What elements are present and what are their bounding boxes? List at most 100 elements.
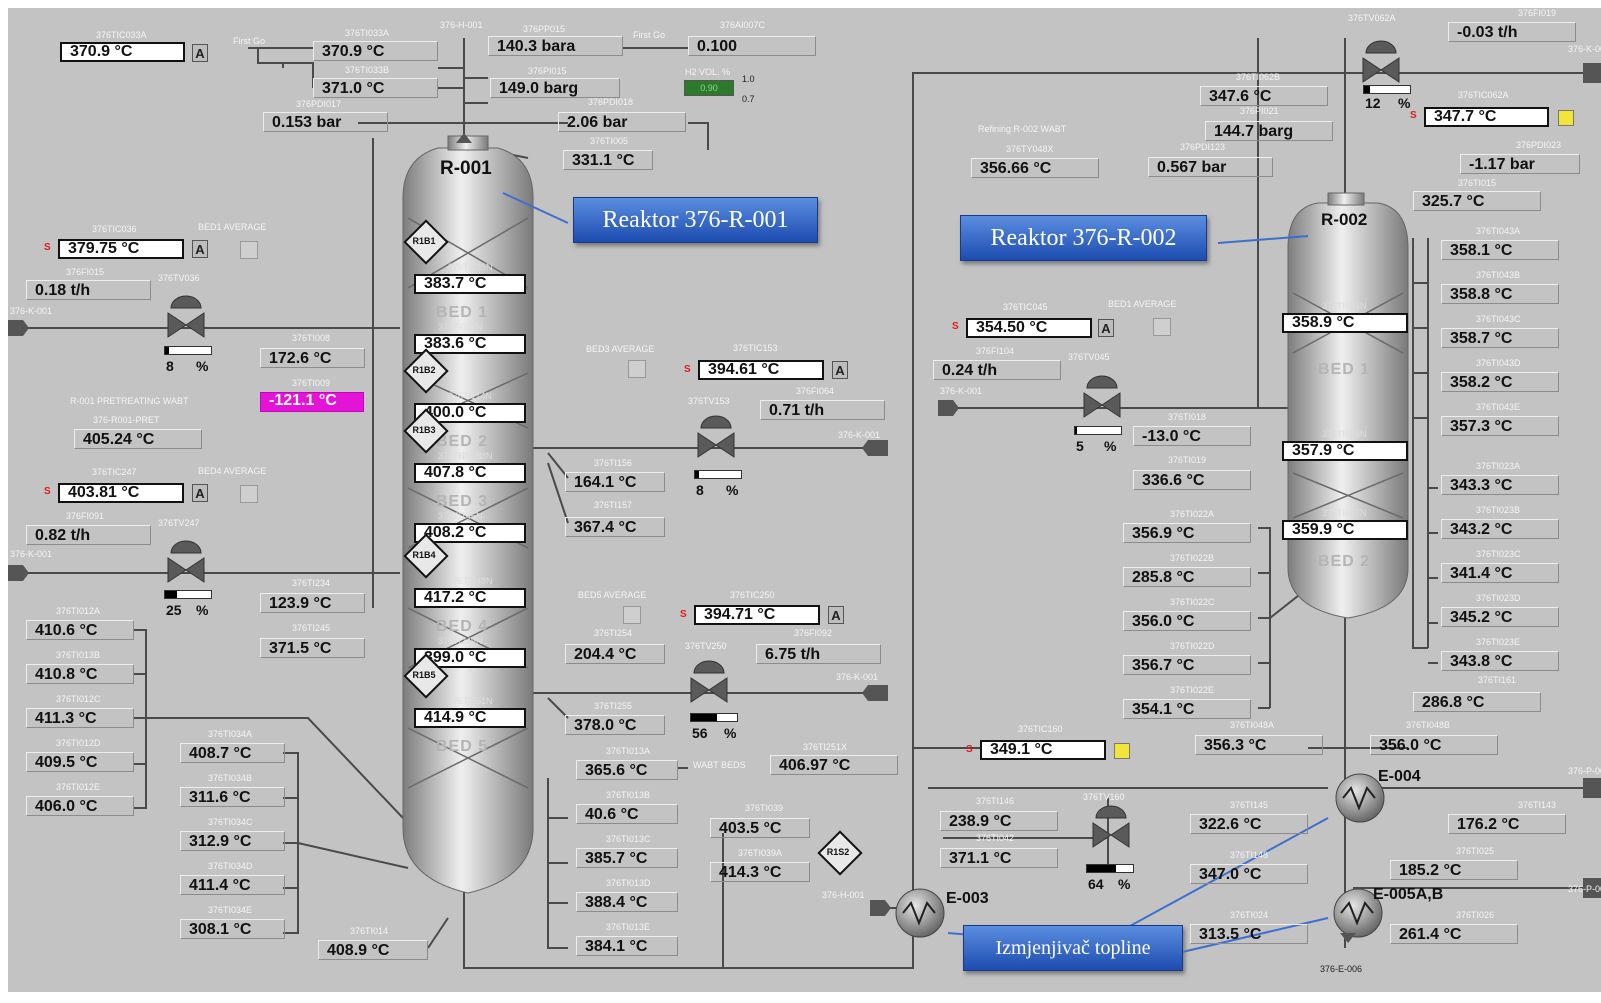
- ti157-value[interactable]: 367.4 °C: [565, 517, 665, 537]
- auto-mode-button[interactable]: A: [192, 240, 208, 258]
- ti254-value[interactable]: 204.4 °C: [565, 644, 665, 664]
- 376ti034a-value[interactable]: 408.7 °C: [180, 743, 285, 763]
- 376ti023e-value[interactable]: 343.8 °C: [1441, 651, 1559, 671]
- 376ti012d-value[interactable]: 409.5 °C: [26, 752, 134, 772]
- bed-temp-bottom[interactable]: 408.2 °C: [414, 523, 526, 543]
- ti033a-value[interactable]: 370.9 °C: [313, 41, 438, 61]
- auto-mode-button[interactable]: A: [1098, 319, 1114, 337]
- tic045-value[interactable]: 354.50 °C: [966, 318, 1092, 338]
- auto-mode-button[interactable]: A: [828, 606, 844, 624]
- ti025-value[interactable]: 185.2 °C: [1390, 860, 1518, 880]
- fi019-value[interactable]: -0.03 t/h: [1448, 22, 1576, 42]
- bed-average-block[interactable]: [1153, 318, 1171, 336]
- fi091-value[interactable]: 0.82 t/h: [26, 525, 151, 545]
- ti005-value[interactable]: 331.1 °C: [563, 150, 653, 170]
- ai007c-value[interactable]: 0.100: [688, 36, 816, 56]
- 376ti043c-value[interactable]: 358.7 °C: [1441, 328, 1559, 348]
- 376ti022d-value[interactable]: 356.7 °C: [1123, 655, 1251, 675]
- pp015-value[interactable]: 140.3 bara: [488, 36, 623, 56]
- ti245-value[interactable]: 371.5 °C: [260, 638, 365, 658]
- fi104-value[interactable]: 0.24 t/h: [933, 360, 1061, 380]
- bed-temp-top[interactable]: 400.0 °C: [414, 403, 526, 423]
- fi015-value[interactable]: 0.18 t/h: [26, 280, 151, 300]
- ti062b-value[interactable]: 347.6 °C: [1200, 86, 1328, 106]
- 376ti022e-value[interactable]: 354.1 °C: [1123, 699, 1251, 719]
- wabt-value[interactable]: 406.97 °C: [770, 755, 898, 775]
- 376ti034d-value[interactable]: 411.4 °C: [180, 875, 285, 895]
- pdi123-value[interactable]: 0.567 bar: [1148, 157, 1273, 177]
- bed-temp-top[interactable]: 407.8 °C: [414, 463, 526, 483]
- ti039a-value[interactable]: 414.3 °C: [710, 862, 810, 882]
- 376ti043d-value[interactable]: 358.2 °C: [1441, 372, 1559, 392]
- ti014-value[interactable]: 408.9 °C: [318, 940, 428, 960]
- ti018-value[interactable]: -13.0 °C: [1133, 426, 1251, 446]
- status-indicator[interactable]: [1114, 743, 1130, 759]
- pret-value[interactable]: 405.24 °C: [74, 429, 202, 449]
- tic033a-value[interactable]: 370.9 °C: [60, 42, 185, 62]
- 376ti012c-value[interactable]: 411.3 °C: [26, 708, 134, 728]
- ti048b-value[interactable]: 356.0 °C: [1370, 735, 1498, 755]
- 376ti023d-value[interactable]: 345.2 °C: [1441, 607, 1559, 627]
- fi064-value[interactable]: 0.71 t/h: [760, 400, 885, 420]
- ti255-value[interactable]: 378.0 °C: [565, 715, 665, 735]
- tic036-value[interactable]: 379.75 °C: [58, 239, 184, 259]
- 376ti043e-value[interactable]: 357.3 °C: [1441, 416, 1559, 436]
- tic062a-value[interactable]: 347.7 °C: [1424, 107, 1549, 127]
- ti024-value[interactable]: 313.5 °C: [1190, 924, 1308, 944]
- 376ti023a-value[interactable]: 343.3 °C: [1441, 475, 1559, 495]
- pi021-value[interactable]: 144.7 barg: [1205, 121, 1333, 141]
- bed-temp-top[interactable]: 383.7 °C: [414, 274, 526, 294]
- ti156-value[interactable]: 164.1 °C: [565, 472, 665, 492]
- bed-temp-bottom[interactable]: 399.0 °C: [414, 648, 526, 668]
- ti033b-value[interactable]: 371.0 °C: [313, 78, 438, 98]
- 376ti023b-value[interactable]: 343.2 °C: [1441, 519, 1559, 539]
- ti026-value[interactable]: 261.4 °C: [1390, 924, 1518, 944]
- auto-mode-button[interactable]: A: [192, 44, 208, 62]
- 376ti034e-value[interactable]: 308.1 °C: [180, 919, 285, 939]
- 376ti034c-value[interactable]: 312.9 °C: [180, 831, 285, 851]
- 376ti023c-value[interactable]: 341.4 °C: [1441, 563, 1559, 583]
- 376ti013a-value[interactable]: 365.6 °C: [576, 760, 678, 780]
- bed-temp-bottom[interactable]: 383.6 °C: [414, 334, 526, 354]
- 376ti013c-value[interactable]: 385.7 °C: [576, 848, 678, 868]
- bed-temp-r2[interactable]: 359.9 °C: [1282, 520, 1408, 540]
- pdi018-value[interactable]: 2.06 bar: [558, 112, 686, 132]
- 376ti013e-value[interactable]: 384.1 °C: [576, 936, 678, 956]
- 376ti012a-value[interactable]: 410.6 °C: [26, 620, 134, 640]
- ty048x-value[interactable]: 356.66 °C: [971, 158, 1099, 178]
- bed-temp-r2[interactable]: 358.9 °C: [1282, 313, 1408, 333]
- bed-average-block[interactable]: [240, 485, 258, 503]
- 376ti013b-value[interactable]: 40.6 °C: [576, 804, 678, 824]
- pdi017-value[interactable]: 0.153 bar: [263, 112, 388, 132]
- bed-average-block[interactable]: [628, 360, 646, 378]
- pdi023-value[interactable]: -1.17 bar: [1460, 154, 1580, 174]
- tic153-value[interactable]: 394.61 °C: [698, 360, 824, 380]
- bed-temp-top[interactable]: 417.2 °C: [414, 588, 526, 608]
- ti148-value[interactable]: 347.0 °C: [1190, 864, 1308, 884]
- auto-mode-button[interactable]: A: [832, 361, 848, 379]
- ti161-value[interactable]: 286.8 °C: [1413, 692, 1541, 712]
- tic250-value[interactable]: 394.71 °C: [694, 605, 820, 625]
- bed-temp-r2[interactable]: 357.9 °C: [1282, 441, 1408, 461]
- ti234-value[interactable]: 123.9 °C: [260, 593, 365, 613]
- 376ti043b-value[interactable]: 358.8 °C: [1441, 284, 1559, 304]
- ti015-value[interactable]: 325.7 °C: [1413, 191, 1541, 211]
- ti008-value[interactable]: 172.6 °C: [260, 348, 365, 368]
- bed-average-block[interactable]: [623, 606, 641, 624]
- 376ti022b-value[interactable]: 285.8 °C: [1123, 567, 1251, 587]
- tic160-value[interactable]: 349.1 °C: [980, 740, 1106, 760]
- auto-mode-button[interactable]: A: [192, 484, 208, 502]
- 376ti022c-value[interactable]: 356.0 °C: [1123, 611, 1251, 631]
- fi092-value[interactable]: 6.75 t/h: [756, 644, 881, 664]
- 376ti013b-value[interactable]: 410.8 °C: [26, 664, 134, 684]
- ti009-value-alarm[interactable]: -121.1 °C: [260, 392, 364, 412]
- pi015-value[interactable]: 149.0 barg: [490, 78, 620, 98]
- ti145-value[interactable]: 322.6 °C: [1190, 814, 1308, 834]
- ti143-value[interactable]: 176.2 °C: [1448, 814, 1566, 834]
- 376ti043a-value[interactable]: 358.1 °C: [1441, 240, 1559, 260]
- 376ti013d-value[interactable]: 388.4 °C: [576, 892, 678, 912]
- 376ti034b-value[interactable]: 311.6 °C: [180, 787, 285, 807]
- ti039-value[interactable]: 403.5 °C: [710, 818, 810, 838]
- tic247-value[interactable]: 403.81 °C: [58, 483, 184, 503]
- bed-temp-top[interactable]: 414.9 °C: [414, 708, 526, 728]
